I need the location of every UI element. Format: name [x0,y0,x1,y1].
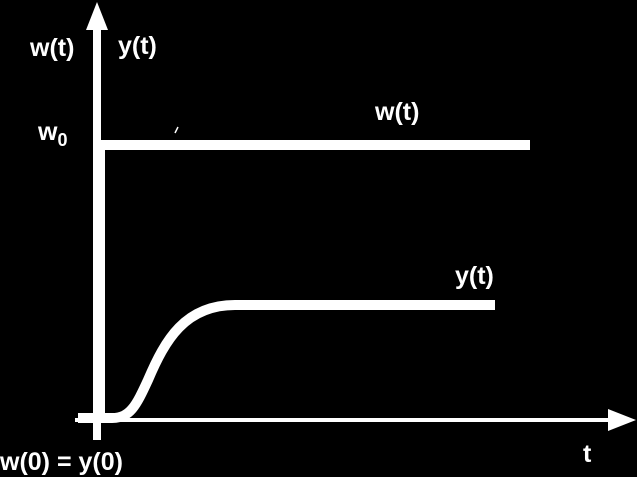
origin-label: w(0) = y(0) [0,448,123,476]
horizontal-axis-arrowhead [608,409,636,431]
vertical-axis-label-y: y(t) [118,32,157,60]
y-response-curve [78,300,495,423]
w0-level-label-sub: 0 [57,130,68,150]
horizontal-axis-label: t [583,440,592,468]
w0-level-label-main: w [38,118,58,146]
w-curve-label: w(t) [375,98,420,126]
y-curve-label: y(t) [455,262,494,290]
w0-level-label: w0 [38,118,67,150]
small-tick-mark [174,126,179,134]
w-step-curve [95,140,530,420]
vertical-axis-label-w: w(t) [30,34,75,62]
vertical-axis-arrowhead [86,2,108,30]
